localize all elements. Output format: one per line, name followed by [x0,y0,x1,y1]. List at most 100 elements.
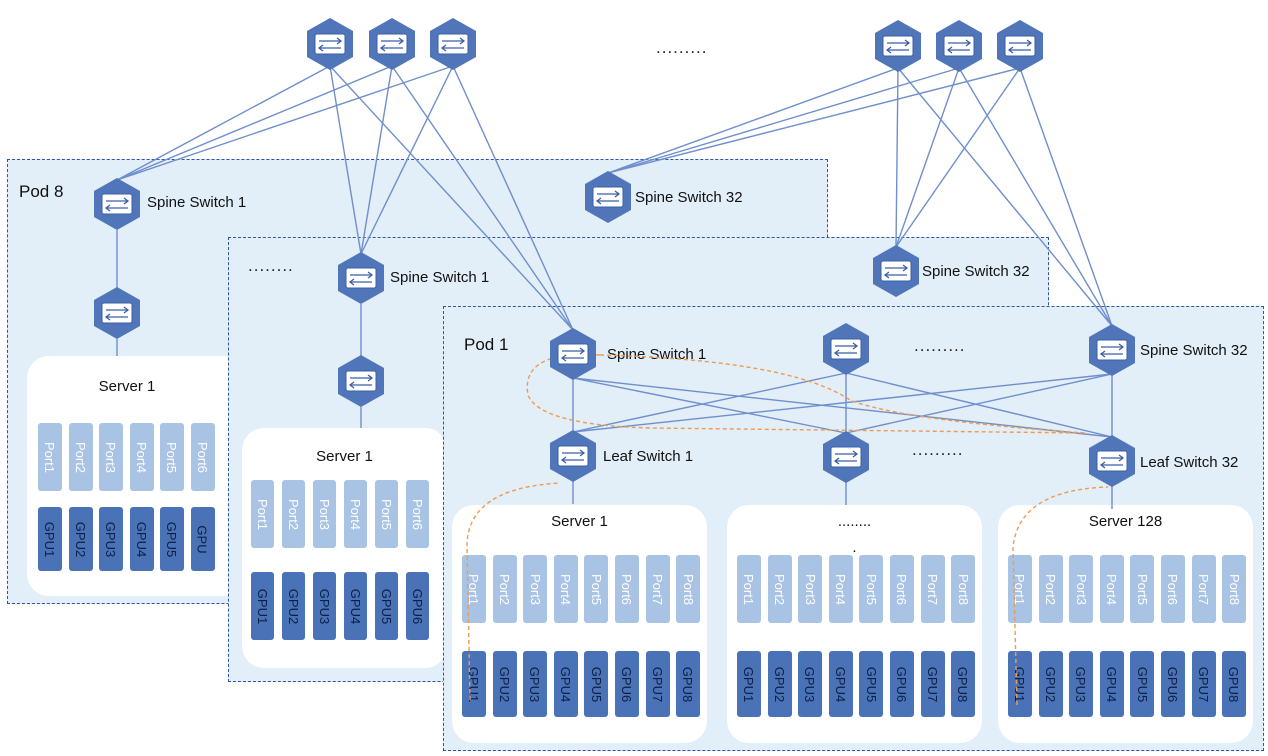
pod-1-server-2-gpu-2: GPU2 [767,651,792,717]
pod-1-spine-switch-32-label: Spine Switch 32 [1140,342,1248,359]
pod-1-server-3-gpu-6: GPU6 [1161,651,1185,717]
pod-1-server-2-port-3: Port3 [798,555,823,623]
pod-1-server-1-gpu-1: GPU1 [462,651,486,717]
pod-1-server-2-gpu-5: GPU5 [859,651,884,717]
pod-1-leaf-switch-1-label: Leaf Switch 1 [603,448,694,465]
pod-middle-gpu-4: GPU4 [344,572,367,640]
pod-1-server-2-port-5: Port5 [859,555,884,623]
pod-1-server-1-port-7: Port7 [645,555,670,623]
pod-1-server-1-port-8: Port8 [676,555,701,623]
pod-1-server-2-port-4: Port4 [828,555,853,623]
pod-1-server-3-gpu-1: GPU1 [1008,651,1032,717]
pod-8-label: Pod 8 [19,182,64,201]
pod-1-server-1-gpu-4: GPU4 [553,651,578,717]
pod-1-server-1-gpu-5: GPU5 [584,651,609,717]
pod-1-spine-dots: ......... [914,336,966,355]
pod-middle-spine-switch-32-label: Spine Switch 32 [922,263,1030,280]
pod-1-server-2-port-2: Port2 [767,555,792,623]
pod-1-server-1-gpu-3: GPU3 [523,651,548,717]
pod-8-spine-switch-32-label: Spine Switch 32 [635,189,743,206]
pod-8-gpu-4: GPU4 [129,507,154,571]
pod-middle-leaf-switch-icon [338,355,384,407]
top-spine-a1-icon [307,18,353,70]
pod-1-server-3-port-7: Port7 [1191,555,1216,623]
pod-1-leaf-switch-32-label: Leaf Switch 32 [1140,454,1239,471]
pod-8-gpu-6: GPU [190,507,215,571]
top-spine-b1-icon [875,20,921,72]
pod-8-gpu-5: GPU5 [160,507,184,571]
pod-1-server-3-port-6: Port6 [1161,555,1185,623]
pod-1-server-3-gpu-4: GPU4 [1099,651,1124,717]
pod-middle-server-1-title: Server 1 [316,448,373,465]
pod-8-port-5: Port5 [160,423,184,491]
pod-1-server-3-port-3: Port3 [1069,555,1094,623]
pod-1-server-3-port-1: Port1 [1008,555,1032,623]
pod-1-server-3-gpu-7: GPU7 [1191,651,1216,717]
pod-1-leaf-switch-32-icon [1089,435,1135,487]
pod-8-server-1-title: Server 1 [98,378,156,395]
pod-1-spine-switch-1-icon [550,328,596,380]
pod-1-server-3-gpu-3: GPU3 [1069,651,1094,717]
pod-1-server-mid-title: ........ [837,513,872,530]
pod-middle-spine-switch-32-icon [873,245,919,297]
pod-8-spine-switch-1-icon [94,178,140,230]
top-spine-b3-icon [997,20,1043,72]
pod-1-server-3-port-4: Port4 [1099,555,1124,623]
pod-8-gpu-1: GPU1 [38,507,62,571]
link-line-17 [895,67,1021,248]
pod-middle-port-2: Port2 [282,480,305,548]
pod-8-port-1: Port1 [38,423,62,491]
pod-1-server-2-gpu-7: GPU7 [920,651,945,717]
pod-1-server-3-gpu-5: GPU5 [1130,651,1155,717]
pod-1-spine-switch-1-label: Spine Switch 1 [607,346,707,363]
pod-1-server-2-gpu-4: GPU4 [828,651,853,717]
pod-1-server-3-port-8: Port8 [1222,555,1247,623]
pod-8-port-6: Port6 [190,423,215,491]
pod-1-server-2-gpu-6: GPU6 [890,651,914,717]
top-spine-a3-icon [430,18,476,70]
pod-1-server-2-port-1: Port1 [737,555,761,623]
pod-middle-spine-switch-1-icon [338,252,384,304]
pod-middle-port-5: Port5 [375,480,398,548]
pod-8-port-2: Port2 [68,423,93,491]
pod-1-server-2-gpu-3: GPU3 [798,651,823,717]
pod-middle-spine-switch-1-label: Spine Switch 1 [390,269,490,286]
pod-1-leaf-switch-1-icon [550,430,596,482]
pod-1-server-1-gpu-7: GPU7 [645,651,670,717]
link-line-10 [607,67,899,174]
pod-1-server-2-port-6: Port6 [890,555,914,623]
pod-8-spine-switch-32-icon [585,171,631,223]
pod-middle-gpu-1: GPU1 [251,572,274,640]
pod-middle-port-1: Port1 [251,480,274,548]
pod-1-server-3-gpu-8: GPU8 [1222,651,1247,717]
link-line-11 [895,67,899,248]
pod-1-server-1-port-2: Port2 [492,555,517,623]
pod-1-server-1-port-6: Port6 [615,555,639,623]
pod-1-server-1-gpu-2: GPU2 [492,651,517,717]
pod-8-port-3: Port3 [99,423,123,491]
pod-middle-port-6: Port6 [406,480,429,548]
pod-middle-port-4: Port4 [344,480,367,548]
pod-1-server-3-port-5: Port5 [1130,555,1155,623]
pod-1-server-2-port-7: Port7 [920,555,945,623]
pod-middle-dots: ........ [248,256,294,275]
pod-1-server-mid-dot: . [852,539,857,556]
pod-1-server-3-gpu-2: GPU2 [1038,651,1063,717]
pod-8-port-4: Port4 [129,423,154,491]
pod-8-gpu-2: GPU2 [68,507,93,571]
top-spine-b2-icon [936,20,982,72]
pod-8-gpu-3: GPU3 [99,507,123,571]
pod-1-server-2-port-8: Port8 [951,555,976,623]
pod-middle-gpu-2: GPU2 [282,572,305,640]
pod-middle-gpu-6: GPU6 [406,572,429,640]
pod-1-server-1-port-5: Port5 [584,555,609,623]
pod-1-server-2-gpu-8: GPU8 [951,651,976,717]
top-spine-a2-icon [369,18,415,70]
pod-middle-gpu-3: GPU3 [313,572,336,640]
link-line-14 [895,67,960,248]
pod-1-server-2-gpu-1: GPU1 [737,651,761,717]
pod-1-server-1-gpu-8: GPU8 [676,651,701,717]
